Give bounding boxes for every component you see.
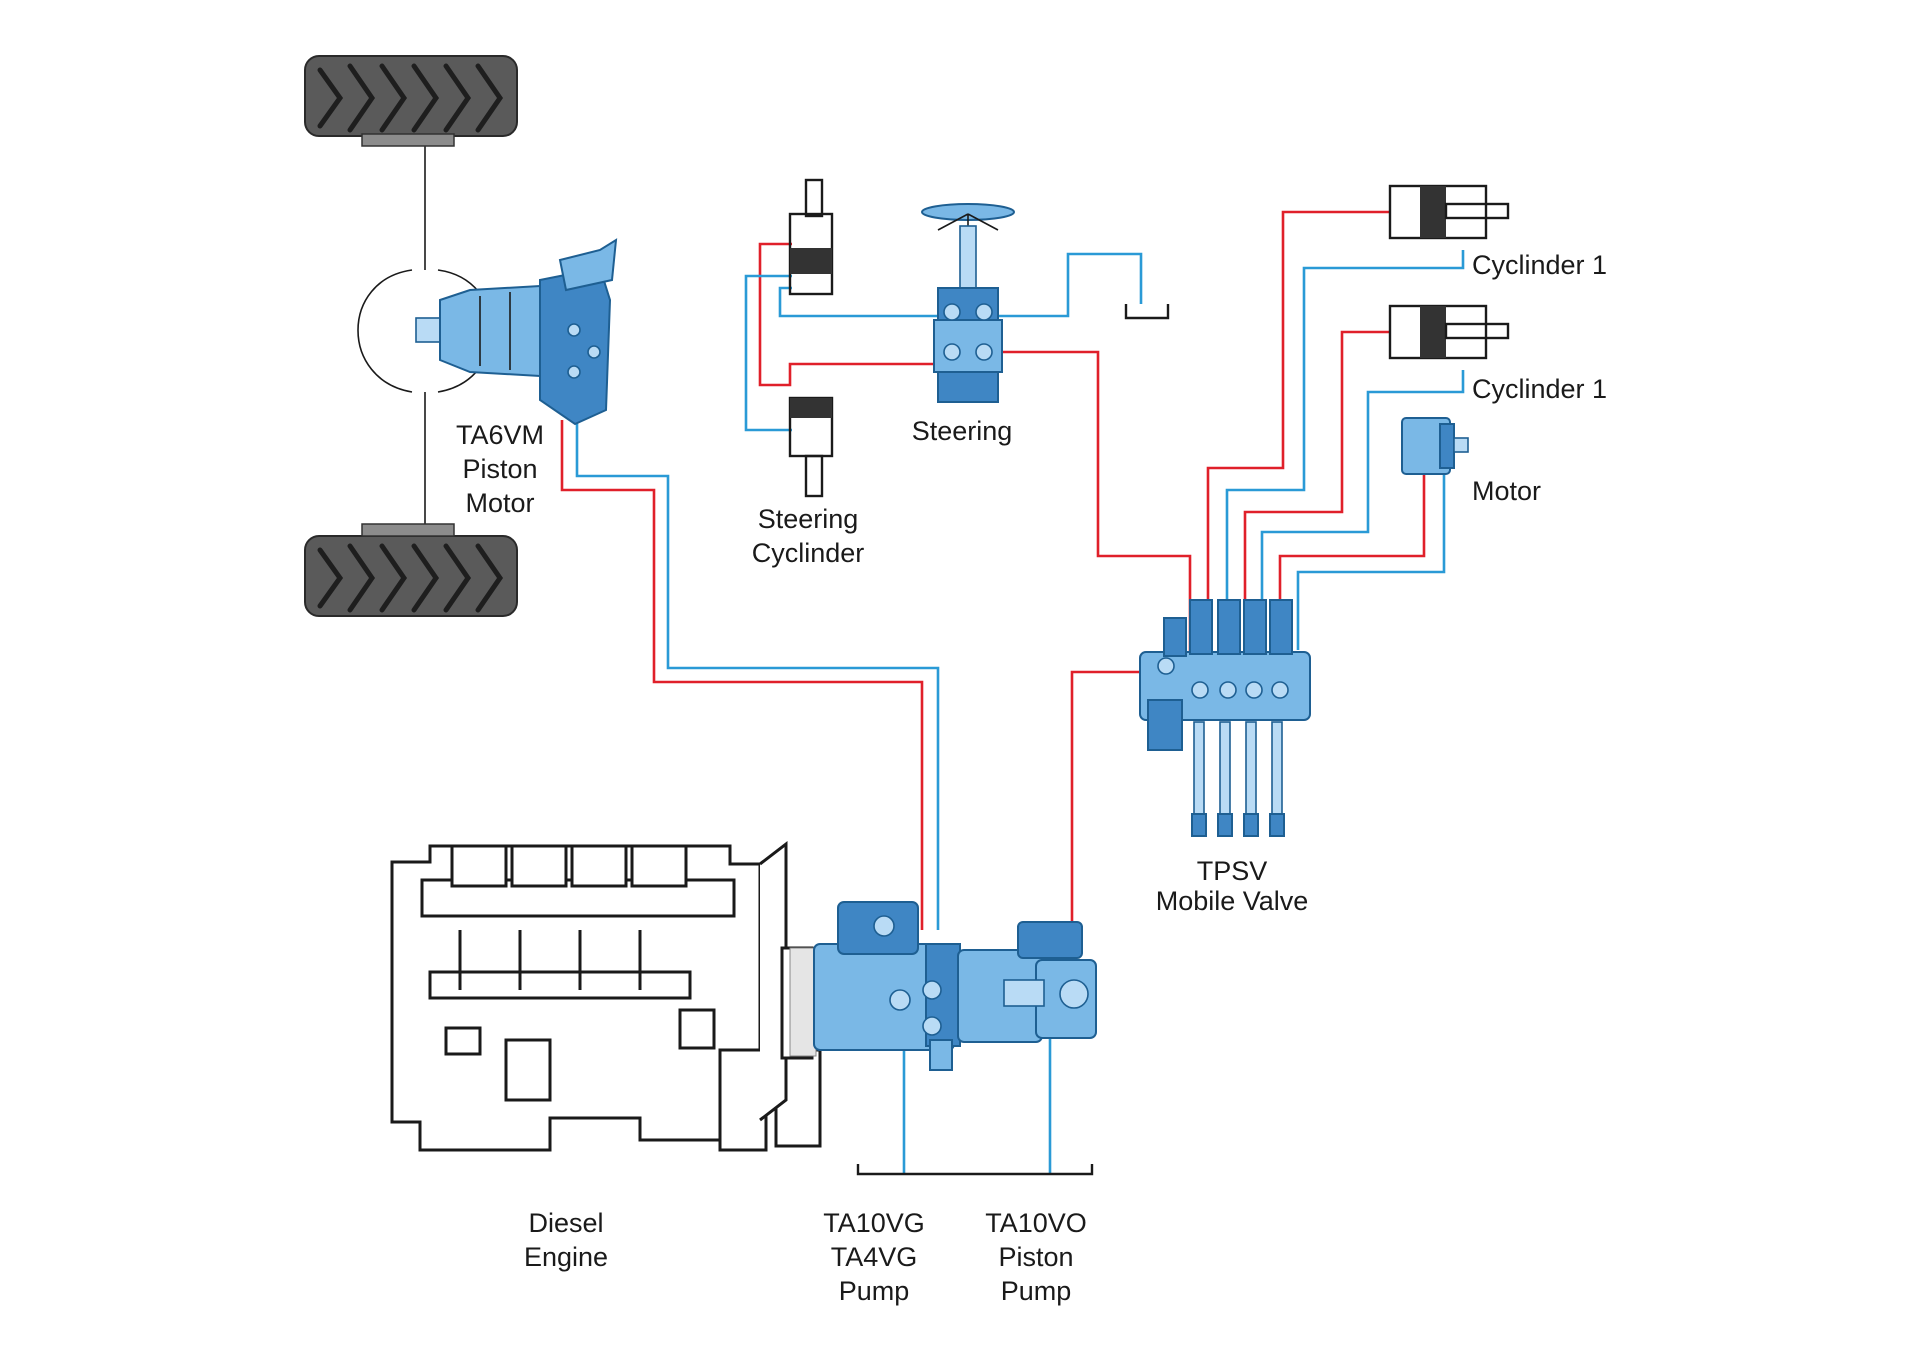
pump1-label-line2: TA4VG [831,1242,918,1272]
cyl2-return-hose [1260,370,1465,650]
steering-cylinder-top [788,178,834,296]
pump1-label-line3: Pump [839,1276,910,1306]
steering-cylinder-label-line1: Steering [758,504,859,534]
diesel-engine [390,840,822,1152]
steering-cyl-blue-hose-2 [778,286,948,318]
steering-cylinder-bottom [788,396,834,498]
pump2-label-line3: Pump [1001,1276,1072,1306]
steering-tank-hose [988,252,1143,318]
front-wheel [304,55,518,147]
axle-shaft [357,146,493,524]
steering-label: Steering [912,416,1013,446]
engine-label-line1: Diesel [528,1208,603,1238]
pump-ta10vo [957,921,1097,1043]
steering-unit [921,203,1015,403]
cyl2-pressure-hose [1243,330,1390,650]
motor-small-pressure-hose [1278,470,1426,650]
cylinder-a-label: Cyclinder 1 [1472,250,1607,280]
pump1-label-line1: TA10VG [823,1208,925,1238]
work-cylinder-2 [1388,304,1510,360]
cyl1-return-hose [1225,250,1465,650]
motor-small-return-hose [1296,470,1446,650]
motor-label-line3: Motor [465,488,534,518]
piston-motor [415,238,618,426]
pump2-label-line2: Piston [998,1242,1073,1272]
pump-ta10vg-ta4vg [789,901,961,1071]
mobile-valve [1139,599,1311,837]
steering-cylinders [788,178,834,498]
valve-label-line2: Mobile Valve [1156,886,1309,916]
motor-label-line2: Piston [462,454,537,484]
motor-label-line1: TA6VM [456,420,544,450]
axle-assembly [304,55,518,617]
steering-to-valve-hose [988,350,1192,665]
steering-cylinder-label-line2: Cyclinder [752,538,865,568]
component-labels: TA6VM Piston Motor Steering Steering Cyc… [456,250,1607,1306]
motor-pressure-hose [560,420,924,930]
motor-return-hose [575,420,940,930]
hydraulic-hoses [560,210,1465,1174]
work-cylinder-1 [1388,184,1510,240]
valve-label-line1: TPSV [1197,856,1268,886]
cylinder-b-label: Cyclinder 1 [1472,374,1607,404]
hydraulic-motor-small [1401,417,1469,475]
small-motor-label: Motor [1472,476,1541,506]
cyl1-pressure-hose [1206,210,1390,650]
pump2-label-line1: TA10VO [985,1208,1087,1238]
rear-wheel [304,523,518,617]
tank-symbol [1124,304,1170,320]
pump-to-valve-hose [1070,670,1166,992]
steering-cyl-blue-hose [744,274,792,432]
engine-label-line2: Engine [524,1242,608,1272]
steering-cyl-red-hose [758,242,950,387]
pump-bracket [856,1164,1094,1176]
